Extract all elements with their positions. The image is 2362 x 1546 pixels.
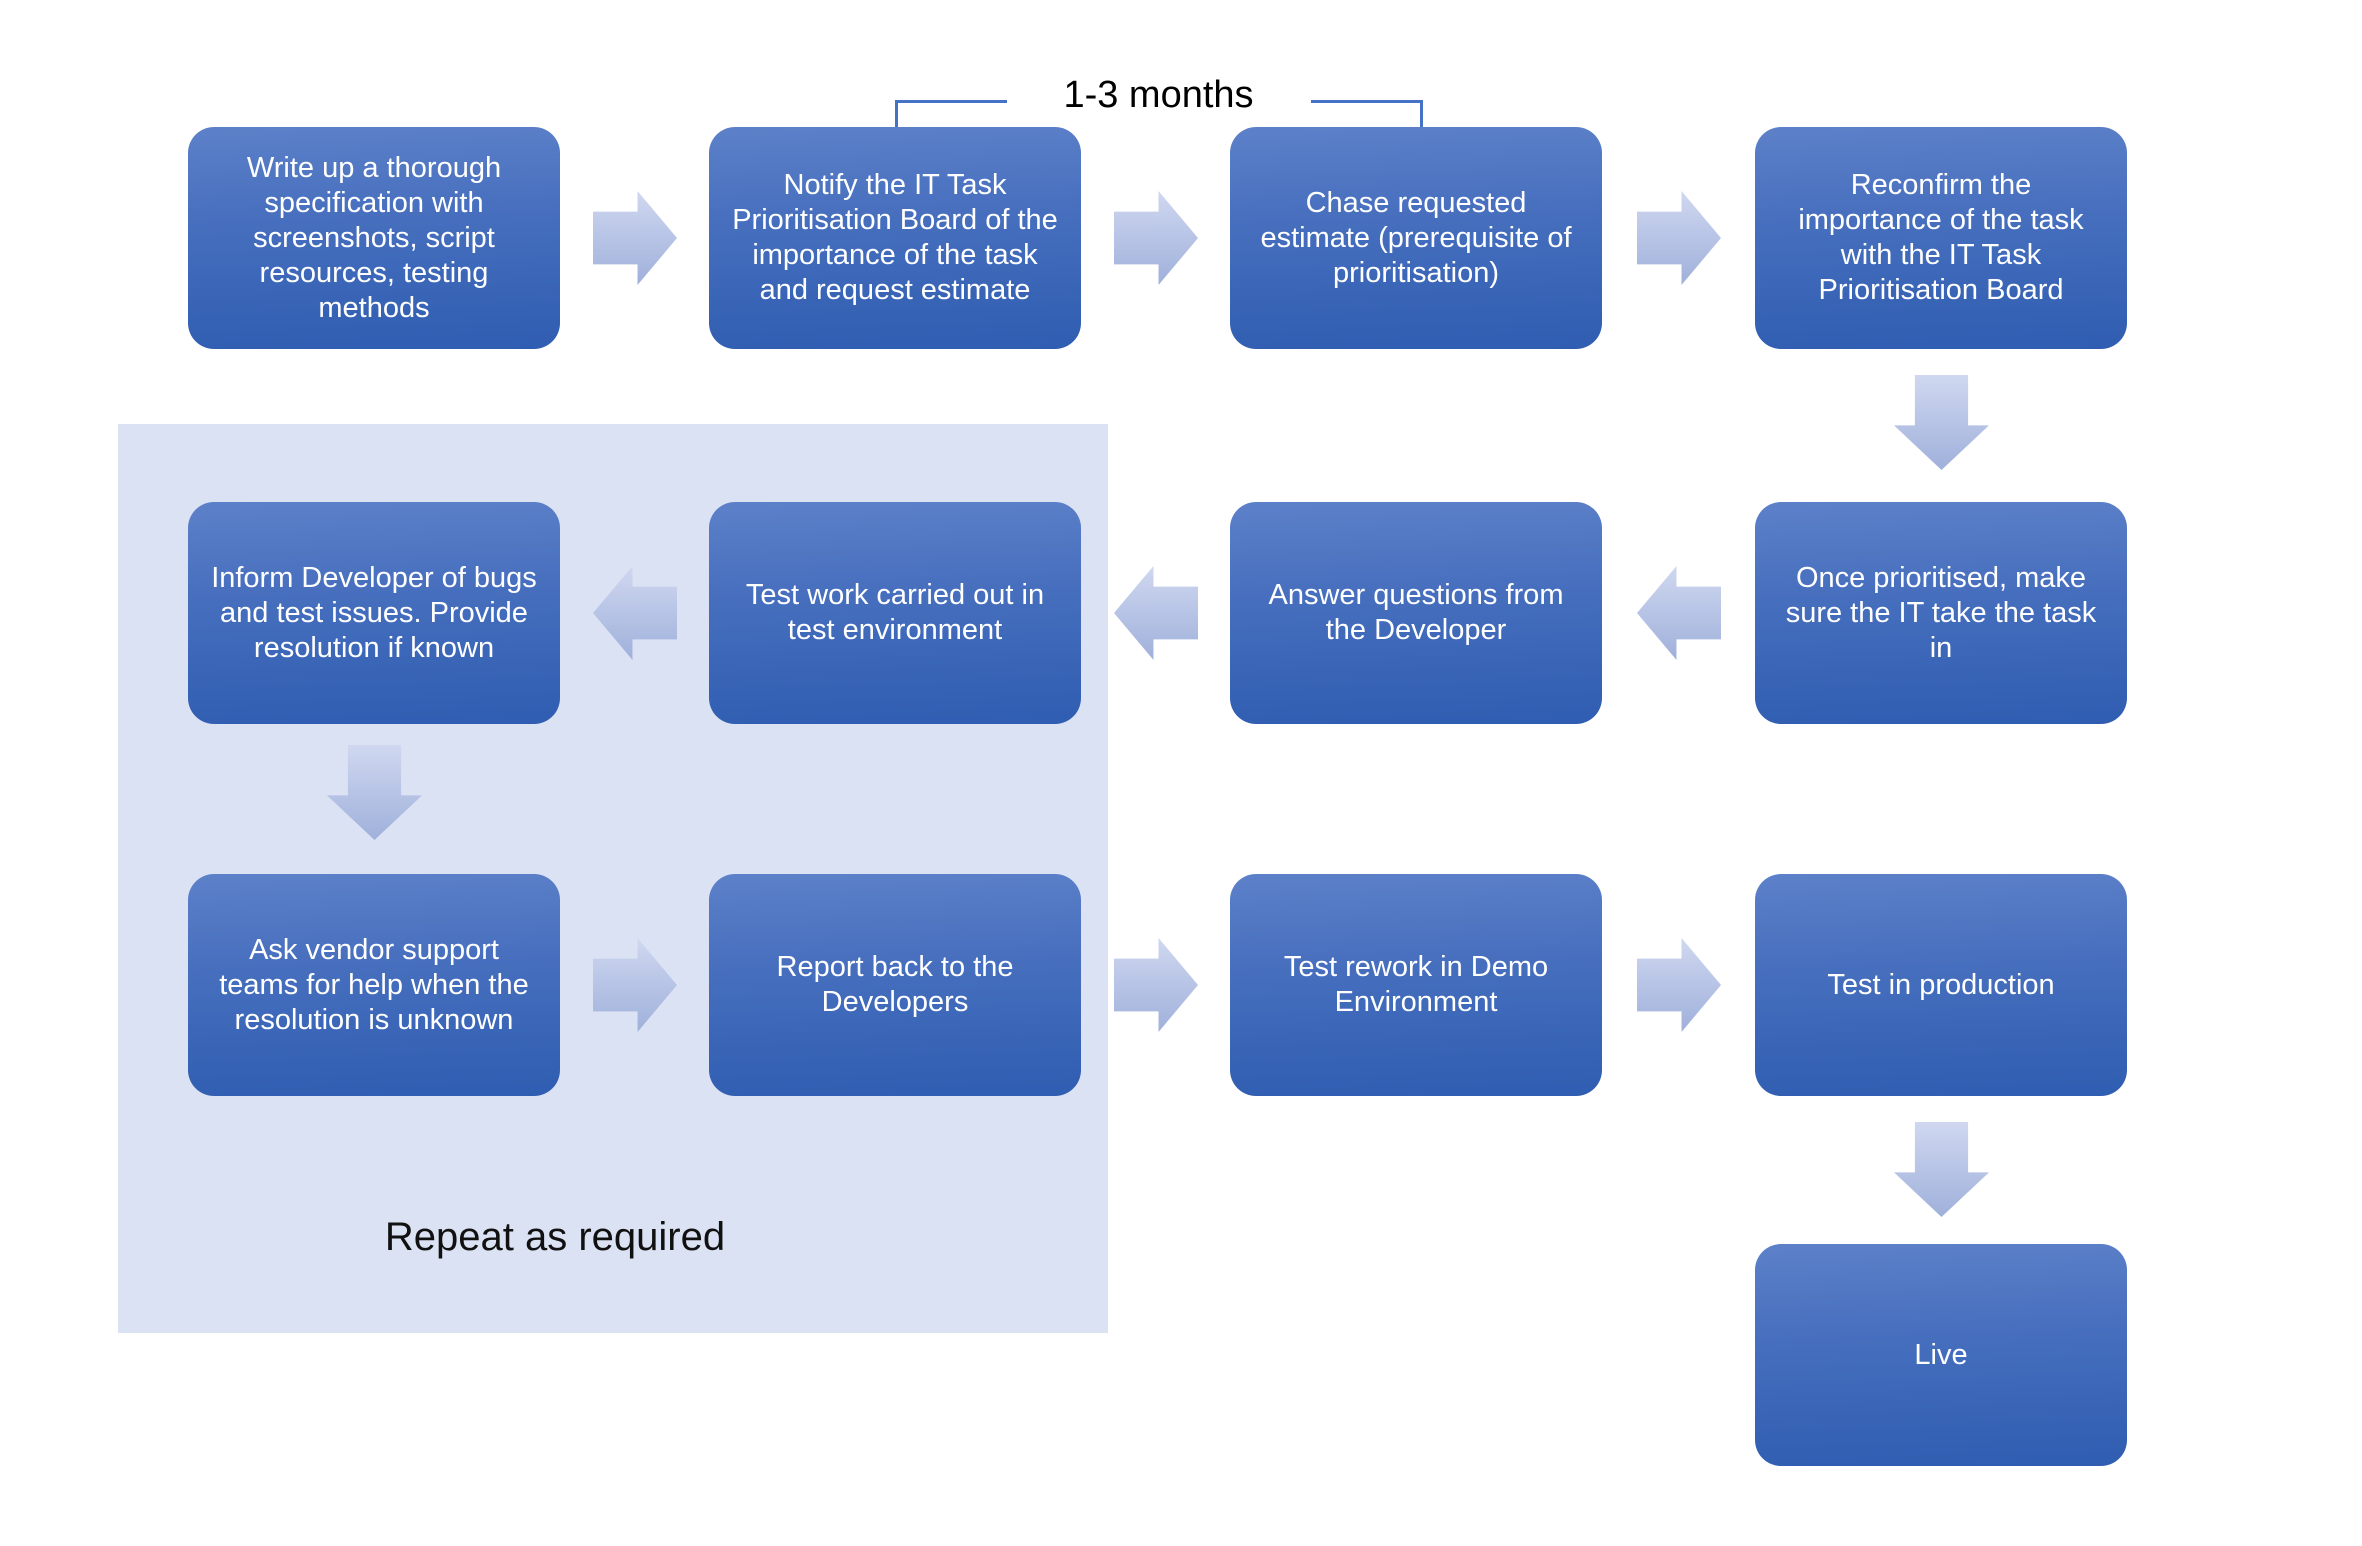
- node-chase-estimate-label: Chase requested estimate (prerequisite o…: [1260, 186, 1572, 289]
- duration-bracket-left-vertical: [895, 100, 898, 132]
- arrow-right-icon: [1637, 938, 1721, 1032]
- node-notify-board: Notify the IT Task Prioritisation Board …: [709, 127, 1081, 349]
- arrow-right-icon: [1637, 191, 1721, 285]
- arrow-left-icon: [1637, 566, 1721, 660]
- node-test-production-label: Test in production: [1827, 968, 2055, 1001]
- node-report-back-label: Report back to the Developers: [776, 951, 1014, 1018]
- duration-bracket-right-vertical: [1420, 100, 1423, 138]
- node-test-work: Test work carried out in test environmen…: [709, 502, 1081, 724]
- node-notify-board-label: Notify the IT Task Prioritisation Board …: [732, 169, 1058, 306]
- arrow-right-icon: [1114, 191, 1198, 285]
- repeat-panel-label: Repeat as required: [384, 1215, 726, 1259]
- node-inform-developer-label: Inform Developer of bugs and test issues…: [211, 561, 537, 664]
- node-test-rework-label: Test rework in Demo Environment: [1283, 951, 1549, 1018]
- node-once-prioritised-label: Once prioritised, make sure the IT take …: [1785, 561, 2097, 664]
- node-once-prioritised: Once prioritised, make sure the IT take …: [1755, 502, 2127, 724]
- node-inform-developer: Inform Developer of bugs and test issues…: [188, 502, 560, 724]
- arrow-down-icon: [1894, 375, 1989, 470]
- arrow-right-icon: [593, 191, 677, 285]
- node-write-spec-label: Write up a thorough specification with s…: [246, 151, 502, 324]
- node-test-production: Test in production: [1755, 874, 2127, 1096]
- arrow-down-icon: [1894, 1122, 1989, 1217]
- node-report-back: Report back to the Developers: [709, 874, 1081, 1096]
- node-write-spec: Write up a thorough specification with s…: [188, 127, 560, 349]
- node-answer-questions-label: Answer questions from the Developer: [1268, 579, 1564, 646]
- arrow-left-icon: [1114, 566, 1198, 660]
- node-ask-vendor: Ask vendor support teams for help when t…: [188, 874, 560, 1096]
- node-answer-questions: Answer questions from the Developer: [1230, 502, 1602, 724]
- duration-bracket-right-horizontal: [1311, 100, 1423, 103]
- node-live-label: Live: [1914, 1338, 1968, 1371]
- node-test-rework: Test rework in Demo Environment: [1230, 874, 1602, 1096]
- node-chase-estimate: Chase requested estimate (prerequisite o…: [1230, 127, 1602, 349]
- node-ask-vendor-label: Ask vendor support teams for help when t…: [219, 933, 529, 1036]
- duration-bracket-left-horizontal: [895, 100, 1007, 103]
- node-reconfirm-importance: Reconfirm the importance of the task wit…: [1755, 127, 2127, 349]
- node-live: Live: [1755, 1244, 2127, 1466]
- duration-label: 1-3 months: [1063, 74, 1254, 116]
- node-test-work-label: Test work carried out in test environmen…: [745, 579, 1045, 646]
- arrow-right-icon: [1114, 938, 1198, 1032]
- node-reconfirm-importance-label: Reconfirm the importance of the task wit…: [1798, 169, 2084, 306]
